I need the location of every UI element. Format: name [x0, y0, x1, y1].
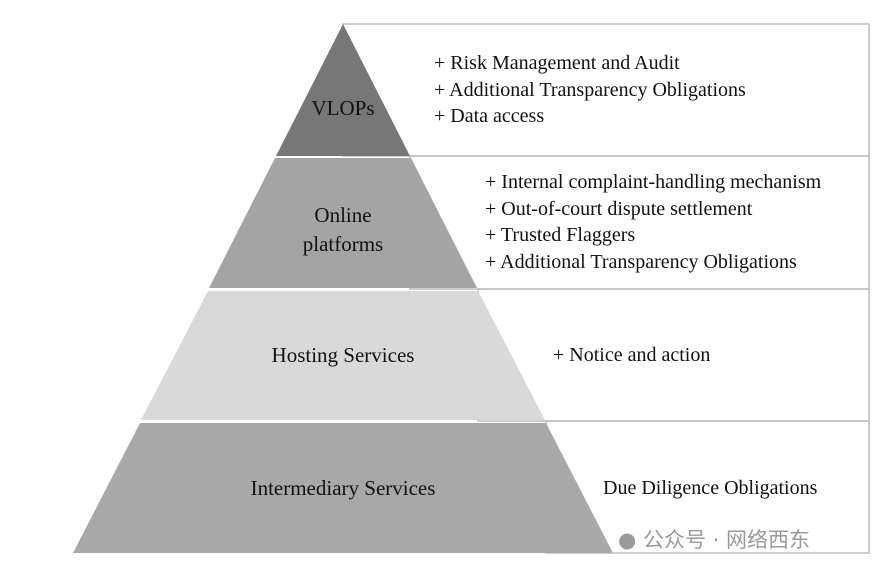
obligations-online-platforms: + Internal complaint-handling mechanism … — [485, 169, 821, 275]
obligations-intermediary: Due Diligence Obligations — [603, 475, 817, 502]
obligation-item: Due Diligence Obligations — [603, 477, 818, 499]
wechat-icon: ● — [618, 528, 637, 552]
obligation-item: + Notice and action — [553, 344, 711, 366]
obligations-vlops: + Risk Management and Audit + Additional… — [434, 50, 746, 130]
obligation-item: + Trusted Flaggers — [485, 224, 636, 246]
tier-hosting — [141, 291, 545, 420]
obligation-item: + Out-of-court dispute settlement — [485, 197, 753, 220]
tier-vlops — [276, 24, 410, 156]
obligation-item: + Data access — [434, 105, 545, 127]
tier-label-online-platforms: Online platforms — [302, 203, 384, 256]
tier-label-hosting: Hosting Services — [271, 343, 415, 367]
obligation-item: + Risk Management and Audit — [434, 52, 680, 74]
obligation-item: + Additional Transparency Obligations — [485, 250, 797, 273]
watermark-text: 公众号 · 网络西东 — [643, 528, 811, 552]
tier-label-intermediary: Intermediary Services — [250, 476, 436, 500]
watermark: ● 公众号 · 网络西东 — [618, 524, 810, 554]
obligation-item: + Internal complaint-handling mechanism — [485, 171, 822, 193]
tier-label-vlops: VLOPs — [311, 96, 375, 120]
tier-online-platforms — [209, 158, 477, 288]
obligation-item: + Additional Transparency Obligations — [434, 78, 746, 101]
tier-intermediary — [73, 423, 613, 553]
obligations-hosting: + Notice and action — [553, 342, 710, 369]
